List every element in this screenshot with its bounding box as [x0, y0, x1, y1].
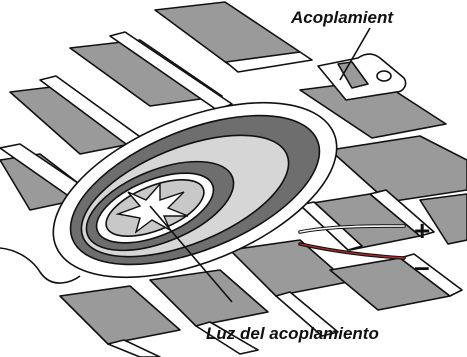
leader-coupling [339, 27, 371, 81]
frame-bar [275, 291, 339, 337]
label-coupling-light: Luz del acoplamiento [206, 324, 379, 343]
plate-strip [149, 269, 269, 327]
frame-bar [107, 339, 161, 357]
plate-strips [0, 1, 467, 345]
wire-negative-core [299, 243, 405, 259]
label-coupling: Acoplamient [290, 8, 394, 27]
frame-bars [0, 31, 463, 357]
frame-bar [399, 253, 463, 297]
plate-strip [329, 135, 467, 203]
cable-loop-path [0, 247, 81, 284]
frame-bar [225, 51, 313, 73]
coupling-hole [376, 70, 392, 82]
coupling-tab [317, 53, 407, 101]
plate-strip [329, 257, 451, 311]
leader-coupling-light [149, 205, 233, 303]
plate-strip [69, 39, 223, 107]
leader-lines [149, 27, 371, 303]
cable-loop [0, 247, 81, 284]
coupling-tab-face [337, 61, 369, 89]
plate-strip [59, 285, 181, 345]
frame-bar [195, 321, 259, 355]
frame-bar [109, 31, 233, 111]
wire-positive-core [299, 225, 405, 233]
frame-bar [299, 201, 363, 251]
coupling-oval [52, 101, 338, 279]
plate-strip [419, 193, 467, 245]
frame-bar [369, 189, 435, 237]
label-plus: + [414, 215, 430, 246]
coupling-light-symbol-icon [115, 182, 189, 234]
wires [298, 224, 406, 260]
label-minus: – [414, 251, 430, 282]
